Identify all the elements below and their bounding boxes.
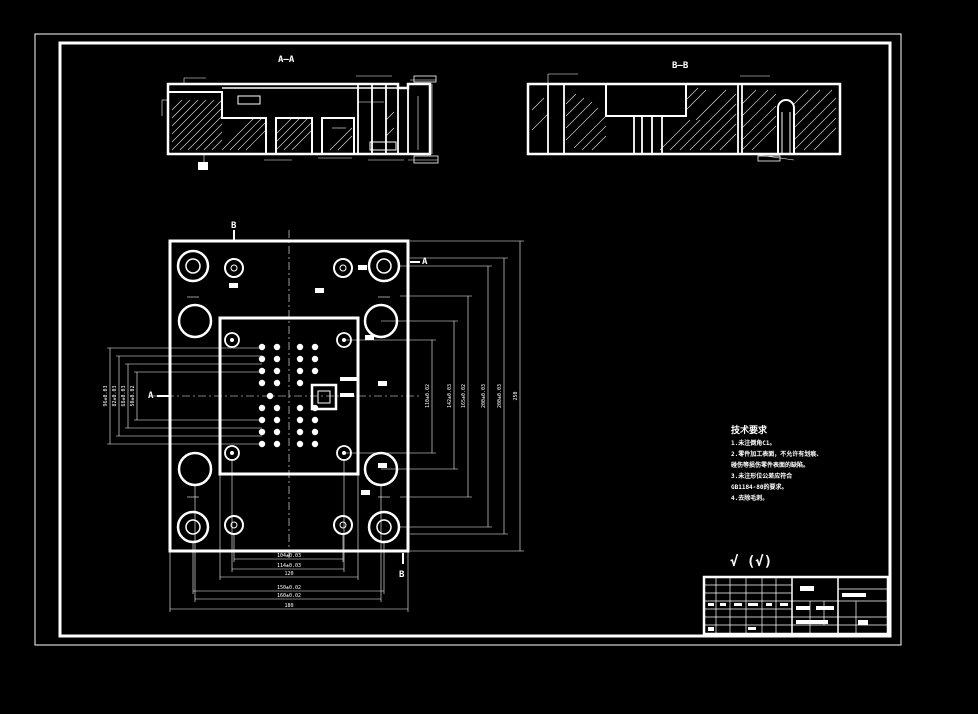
dimension-label: 200±0.03 xyxy=(481,384,487,408)
dimension-label: 110±0.02 xyxy=(425,384,431,408)
dimension-label: 180 xyxy=(284,603,293,609)
dimension-label: 165±0.02 xyxy=(461,384,467,408)
dimension-labels-right: 110±0.02 142±0.03 165±0.02 200±0.03 200±0.03… xyxy=(425,384,519,408)
marker-a-right: A xyxy=(422,257,428,267)
tech-note-3: 碰伤等损伤零件表面的缺陷。 xyxy=(730,461,809,469)
surface-roughness-symbol: √ (√) xyxy=(730,554,772,570)
tech-note-5: GB1184-80的要求。 xyxy=(731,483,788,491)
dimension-label: 50±0.02 xyxy=(130,385,136,406)
roughness-symbol-text: √ (√) xyxy=(730,554,772,570)
tech-note-2: 2.零件加工表面，不允许有划痕、 xyxy=(731,450,822,458)
marker-b-bottom: B xyxy=(399,570,405,580)
dimension-label: 142±0.03 xyxy=(447,384,453,408)
section-bb-view: B—B xyxy=(526,61,842,162)
tech-note-1: 1.未注倒角C1。 xyxy=(731,439,775,447)
dimension-label: 250 xyxy=(513,391,519,400)
title-block xyxy=(702,575,890,636)
section-bb-title: B—B xyxy=(672,61,689,71)
tech-note-6: 4.去除毛刺。 xyxy=(731,494,768,502)
section-aa-title: A—A xyxy=(278,55,295,65)
dimension-label: 120 xyxy=(284,571,293,577)
dimension-label: 150±0.02 xyxy=(277,585,301,591)
tech-notes-title: 技术要求 xyxy=(731,424,768,436)
dimension-label: 82±0.03 xyxy=(112,385,118,406)
dimension-label: 114±0.03 xyxy=(277,563,301,569)
marker-a-left: A xyxy=(148,391,154,401)
dimension-label: 104±0.03 xyxy=(277,553,301,559)
dimension-labels-bottom: 104±0.03 114±0.03 120 150±0.02 160±0.02 180 xyxy=(277,553,301,609)
tech-note-4: 3.未注形位公差应符合 xyxy=(731,472,793,480)
technical-requirements: 技术要求 1.未注倒角C1。 2.零件加工表面，不允许有划痕、 碰伤等损伤零件表… xyxy=(730,424,822,502)
inner-frame xyxy=(58,41,892,638)
outer-frame xyxy=(34,33,902,646)
dimension-label: 68±0.03 xyxy=(121,385,127,406)
dimension-label: 96±0.03 xyxy=(103,385,109,406)
dimension-label: 200±0.03 xyxy=(497,384,503,408)
marker-b-top: B xyxy=(231,221,237,231)
dimension-label: 160±0.02 xyxy=(277,593,301,599)
section-aa-view: A—A xyxy=(161,55,439,170)
